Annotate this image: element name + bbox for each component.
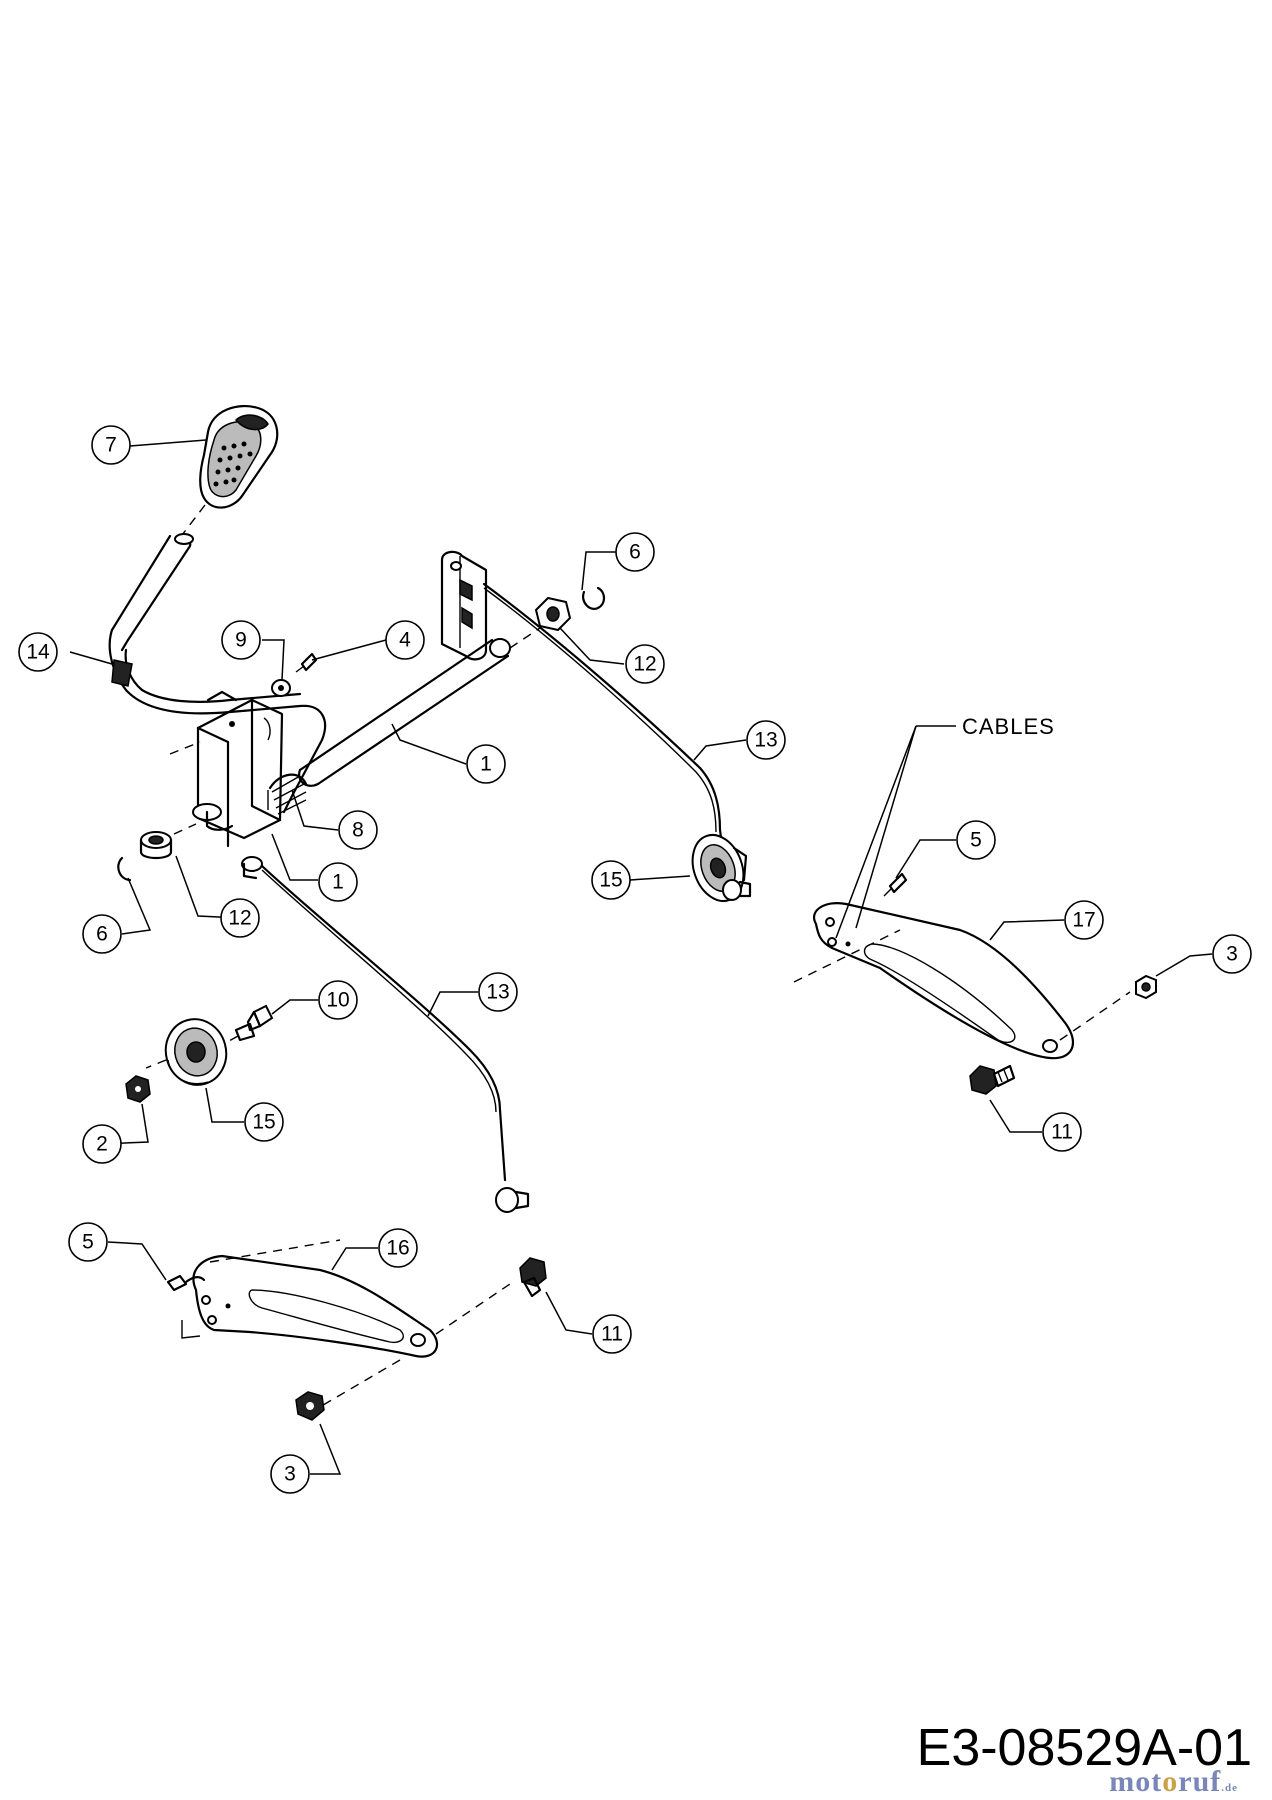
part-pin-5-right bbox=[883, 872, 908, 897]
part-pin-5-lower bbox=[166, 1274, 206, 1292]
part-bolt-11-right bbox=[969, 1064, 1016, 1095]
grip-axis-line bbox=[181, 504, 206, 536]
label-7: 7 bbox=[91, 425, 131, 465]
svg-text:4: 4 bbox=[399, 629, 411, 652]
svg-text:12: 12 bbox=[228, 907, 251, 930]
part-shoulder-bolt bbox=[234, 1004, 274, 1042]
svg-text:9: 9 bbox=[235, 629, 247, 652]
svg-text:13: 13 bbox=[754, 729, 777, 752]
svg-text:13: 13 bbox=[486, 981, 509, 1004]
label-13-lower: 13 bbox=[478, 972, 518, 1012]
part-washer-9 bbox=[271, 679, 291, 697]
label-9: 9 bbox=[221, 620, 261, 660]
part-cable-lower bbox=[241, 856, 530, 1213]
label-6-upper: 6 bbox=[615, 532, 655, 572]
label-12-lower: 12 bbox=[220, 898, 260, 938]
label-14: 14 bbox=[18, 632, 58, 672]
label-3-right: 3 bbox=[1212, 934, 1252, 974]
part-washer-3-right bbox=[1135, 974, 1157, 1000]
label-15-upper: 15 bbox=[591, 860, 631, 900]
part-pin-4 bbox=[295, 652, 318, 673]
svg-text:7: 7 bbox=[105, 434, 117, 457]
label-11-lower: 11 bbox=[592, 1314, 632, 1354]
label-12-upper: 12 bbox=[625, 644, 665, 684]
svg-text:14: 14 bbox=[26, 641, 50, 664]
part-cable-plate-upper bbox=[440, 550, 488, 661]
svg-text:15: 15 bbox=[599, 869, 622, 892]
shaft-axis-line bbox=[169, 741, 201, 755]
svg-text:6: 6 bbox=[96, 923, 108, 946]
svg-text:11: 11 bbox=[601, 1323, 623, 1346]
watermark-part3: ruf bbox=[1178, 1765, 1222, 1798]
svg-text:3: 3 bbox=[284, 1463, 296, 1486]
drawing-number: E3-08529A-01 bbox=[916, 1719, 1252, 1777]
label-3-lower: 3 bbox=[270, 1454, 310, 1494]
svg-text:1: 1 bbox=[332, 871, 344, 894]
upper-plate-axis-line bbox=[509, 627, 541, 649]
watermark-logo: motoruf.de bbox=[1109, 1765, 1238, 1799]
label-1-shaft: 1 bbox=[466, 744, 506, 784]
label-13-upper: 13 bbox=[746, 720, 786, 760]
svg-text:1: 1 bbox=[480, 753, 492, 776]
label-4: 4 bbox=[385, 620, 425, 660]
lever-right-axis-line bbox=[793, 929, 901, 983]
lever-lower-bolt-axis-line bbox=[435, 1283, 511, 1335]
part-nut-small bbox=[125, 1075, 151, 1103]
bushing-axis-line bbox=[173, 823, 197, 835]
svg-text:5: 5 bbox=[82, 1231, 94, 1254]
part-spring bbox=[268, 773, 308, 815]
part-cable-end-upper bbox=[722, 879, 752, 901]
label-2: 2 bbox=[82, 1124, 122, 1164]
cables-callout: CABLES bbox=[962, 714, 1055, 739]
watermark-part2: o bbox=[1162, 1765, 1179, 1798]
part-lever-arm-right bbox=[813, 902, 1075, 1060]
label-5-right: 5 bbox=[956, 820, 996, 860]
svg-text:15: 15 bbox=[252, 1111, 275, 1134]
watermark-suffix: .de bbox=[1221, 1782, 1238, 1794]
label-bubbles: 7 14 9 4 6 12 1 8 1 12 6 13 15 5 17 3 11… bbox=[18, 425, 1252, 1494]
svg-text:16: 16 bbox=[386, 1237, 409, 1260]
label-6-lower: 6 bbox=[82, 914, 122, 954]
part-pulley-lower bbox=[164, 1018, 228, 1086]
part-nut-3-lower bbox=[295, 1391, 325, 1421]
part-nut-upper bbox=[534, 596, 572, 632]
svg-text:3: 3 bbox=[1226, 943, 1238, 966]
label-10: 10 bbox=[318, 980, 358, 1020]
nut-axis-line bbox=[145, 1059, 167, 1069]
part-bushing-lower bbox=[139, 831, 173, 860]
part-shift-bracket bbox=[192, 690, 284, 848]
part-handle-rod bbox=[108, 533, 327, 814]
svg-text:17: 17 bbox=[1072, 909, 1095, 932]
part-clip-lower bbox=[117, 856, 132, 882]
label-17: 17 bbox=[1064, 900, 1104, 940]
watermark-part1: mot bbox=[1109, 1765, 1163, 1798]
lever-lower-bracket-line bbox=[181, 1320, 201, 1339]
label-11-right: 11 bbox=[1042, 1112, 1082, 1152]
svg-text:12: 12 bbox=[633, 653, 656, 676]
label-8: 8 bbox=[338, 810, 378, 850]
label-15-lower: 15 bbox=[244, 1102, 284, 1142]
label-1-bracket: 1 bbox=[318, 862, 358, 902]
svg-text:11: 11 bbox=[1051, 1121, 1073, 1144]
svg-text:6: 6 bbox=[629, 541, 641, 564]
leader-lines bbox=[69, 439, 1213, 1475]
part-bolt-11-lower bbox=[519, 1257, 547, 1298]
svg-text:8: 8 bbox=[352, 819, 364, 842]
lever-lower-axis-line bbox=[209, 1239, 341, 1263]
label-16: 16 bbox=[378, 1228, 418, 1268]
lever-right-bolt-axis-line bbox=[1059, 991, 1131, 1041]
label-5-lower: 5 bbox=[68, 1222, 108, 1262]
svg-text:5: 5 bbox=[970, 829, 982, 852]
part-grip-knob bbox=[199, 404, 279, 509]
svg-text:2: 2 bbox=[96, 1133, 108, 1156]
part-cable-upper bbox=[482, 582, 726, 862]
part-clip-upper bbox=[582, 586, 606, 610]
part-lever-arm-lower bbox=[192, 1254, 439, 1358]
svg-text:10: 10 bbox=[326, 989, 349, 1012]
part-cross-shaft bbox=[298, 638, 511, 787]
lever-lower-nut-axis-line bbox=[317, 1359, 401, 1409]
